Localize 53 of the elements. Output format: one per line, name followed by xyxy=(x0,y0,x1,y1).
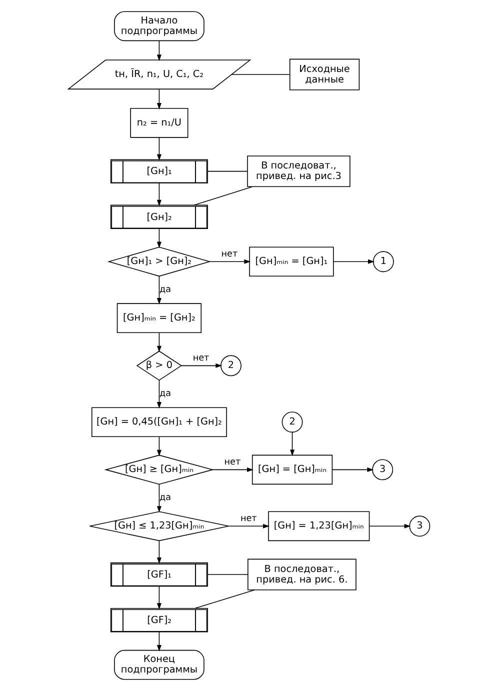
node-diamond: [Gн] ≤ 1,23[Gн]ₘᵢₙ xyxy=(89,511,230,542)
arrow xyxy=(209,259,251,264)
connector xyxy=(231,74,290,75)
arrow xyxy=(156,540,162,564)
connector xyxy=(194,590,255,609)
arrow xyxy=(369,524,411,528)
node-box: Начало подпрограммы xyxy=(114,11,204,42)
arrow xyxy=(212,467,254,472)
node-box: В последоват., привед. на рис. 6. xyxy=(248,558,356,590)
node-box: Исходные данные xyxy=(289,58,360,90)
node-circle: 1 xyxy=(372,251,394,272)
edge-label: да xyxy=(159,285,172,296)
node-circle: 3 xyxy=(409,516,430,537)
edge-label: да xyxy=(159,389,172,400)
arrow xyxy=(156,484,162,513)
node-box: [Gн] = 0,45([Gн]₁ + [Gн]₂ xyxy=(91,407,227,438)
node-box: [Gн]ₘᵢₙ = [Gн]₁ xyxy=(249,246,334,277)
node-diamond: [Gн]₁ > [Gн]₂ xyxy=(107,246,212,277)
node-box: Конец подпрограммы xyxy=(114,650,204,680)
arrow xyxy=(181,363,222,368)
node-box: В последоват., привед. на рис.3 xyxy=(247,156,350,188)
arrow xyxy=(156,88,162,110)
node-box: [Gн] = [Gн]ₘᵢₙ xyxy=(252,454,333,485)
arrow xyxy=(156,276,162,304)
arrow xyxy=(156,182,162,206)
edge-label: нет xyxy=(221,250,238,260)
node-circle: 2 xyxy=(282,412,303,433)
node-circle: 2 xyxy=(220,355,242,376)
arrow xyxy=(156,332,162,352)
connector xyxy=(207,170,248,172)
arrow xyxy=(156,586,162,610)
arrow xyxy=(156,436,162,456)
arrow xyxy=(333,259,374,264)
connector xyxy=(194,186,253,206)
connector xyxy=(207,574,248,575)
edge-label: нет xyxy=(240,514,257,524)
arrow xyxy=(156,137,162,161)
edge-label: нет xyxy=(192,354,210,364)
node-diamond: β > 0 xyxy=(136,350,182,381)
arrow xyxy=(228,524,270,528)
edge-label: да xyxy=(159,493,172,504)
node-box: n₂ = n₁/U xyxy=(130,108,188,138)
arrow xyxy=(156,40,162,62)
node-box: [Gн]ₘᵢₙ = [Gн]₂ xyxy=(116,303,202,333)
arrow xyxy=(156,631,162,652)
node-box: [Gн] = 1,23[Gн]ₘᵢₙ xyxy=(268,511,370,542)
node-diamond: [Gн] ≥ [Gн]ₘᵢₙ xyxy=(104,454,214,485)
arrow xyxy=(156,380,162,408)
arrow xyxy=(156,228,162,248)
edge-label: нет xyxy=(224,458,241,468)
node-circle: 3 xyxy=(372,459,394,480)
arrow xyxy=(290,432,295,456)
arrow xyxy=(332,467,374,472)
